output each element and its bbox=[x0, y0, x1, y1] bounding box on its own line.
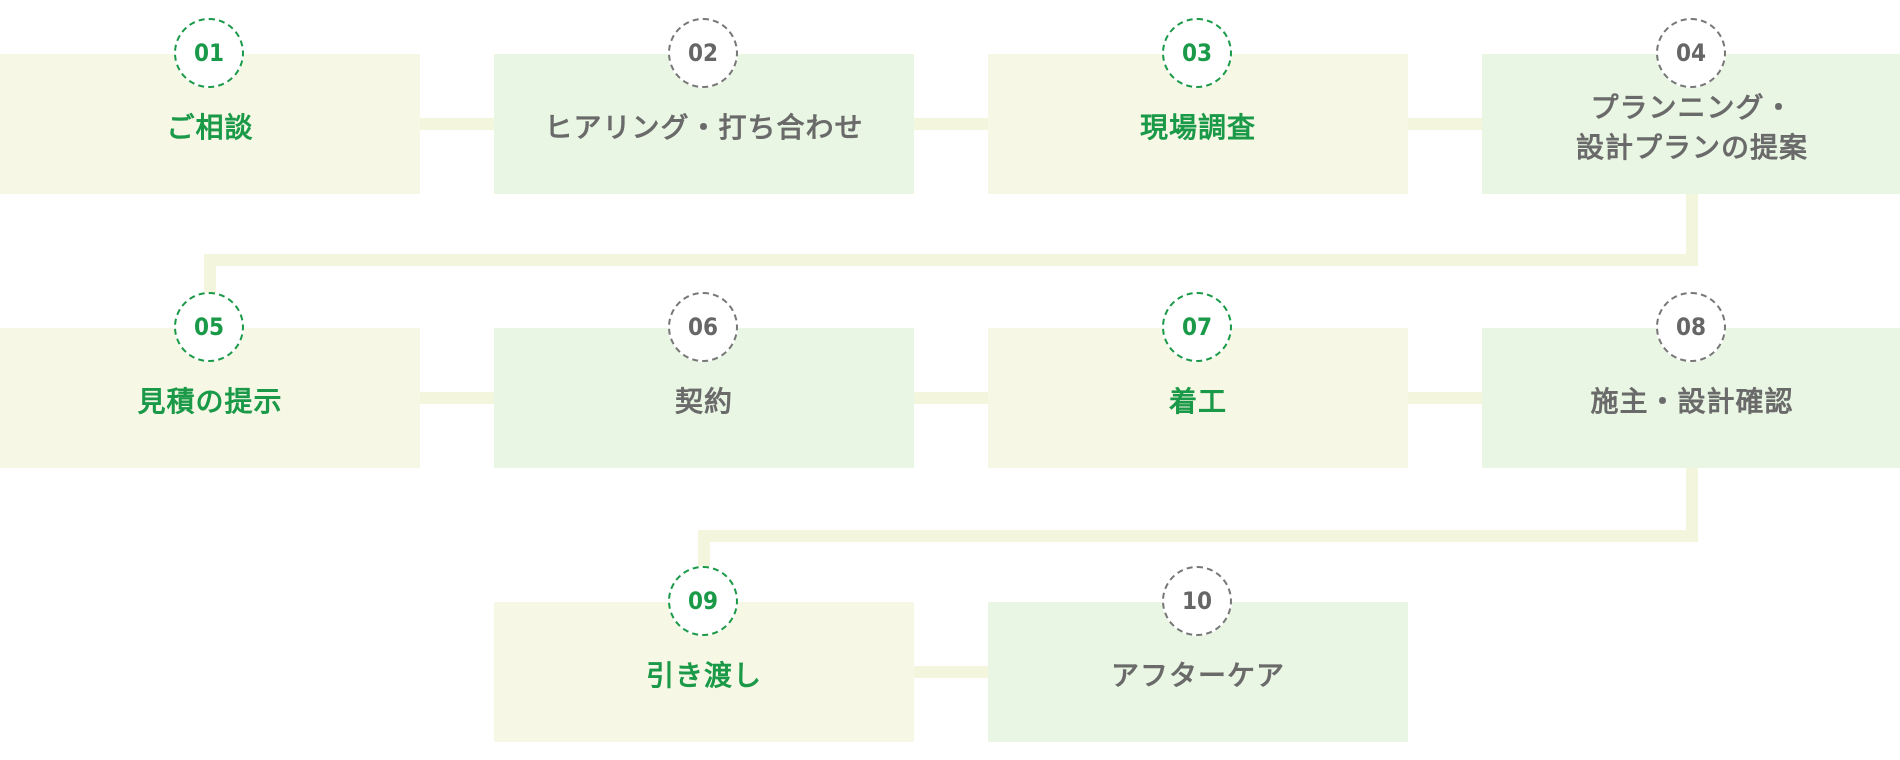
step-label-07: 着工 bbox=[1168, 385, 1227, 418]
step-label-08: 施主・設計確認 bbox=[1590, 385, 1794, 418]
step-label-06: 契約 bbox=[674, 385, 733, 418]
connector-09-10 bbox=[914, 666, 988, 678]
connector-08-09-down bbox=[1686, 466, 1698, 540]
connector-02-03 bbox=[914, 118, 988, 130]
step-label-10: アフターケア bbox=[1110, 659, 1285, 692]
step-label-01: ご相談 bbox=[166, 111, 254, 144]
step-label-05: 見積の提示 bbox=[137, 385, 283, 418]
connector-03-04 bbox=[1408, 118, 1482, 130]
connector-05-06 bbox=[420, 392, 494, 404]
step-label-04: プランニング・ 設計プランの提案 bbox=[1575, 91, 1808, 164]
connector-04-05-down bbox=[1686, 192, 1698, 264]
connector-04-05-across bbox=[204, 254, 1698, 266]
step-number-badge-05: 05 bbox=[174, 292, 244, 362]
step-number-badge-04: 04 bbox=[1656, 18, 1726, 88]
step-label-09: 引き渡し bbox=[645, 659, 762, 692]
step-number-badge-09: 09 bbox=[668, 566, 738, 636]
connector-01-02 bbox=[420, 118, 494, 130]
step-number-badge-02: 02 bbox=[668, 18, 738, 88]
connector-07-08 bbox=[1408, 392, 1482, 404]
step-number-badge-01: 01 bbox=[174, 18, 244, 88]
connector-08-09-across bbox=[698, 530, 1698, 542]
step-label-03: 現場調査 bbox=[1139, 111, 1256, 144]
connector-06-07 bbox=[914, 392, 988, 404]
step-number-badge-07: 07 bbox=[1162, 292, 1232, 362]
step-number-badge-08: 08 bbox=[1656, 292, 1726, 362]
step-number-badge-06: 06 bbox=[668, 292, 738, 362]
step-label-02: ヒアリング・打ち合わせ bbox=[544, 111, 864, 144]
step-number-badge-10: 10 bbox=[1162, 566, 1232, 636]
step-number-badge-03: 03 bbox=[1162, 18, 1232, 88]
